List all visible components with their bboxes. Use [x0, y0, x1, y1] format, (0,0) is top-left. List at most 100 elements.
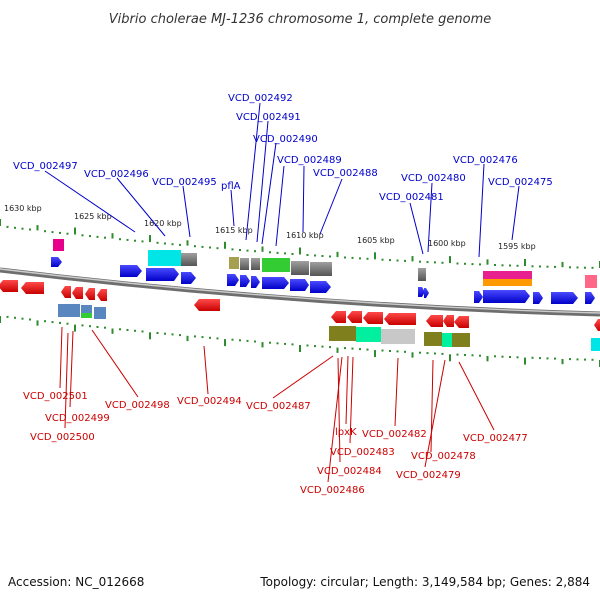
gene-block-lightgray[interactable]	[381, 329, 415, 344]
gene-block-gray[interactable]	[240, 258, 249, 270]
gene-arrow-forward[interactable]	[418, 287, 425, 297]
gene-arrow-reverse[interactable]	[72, 287, 83, 299]
gene-arrow-reverse[interactable]	[61, 286, 71, 298]
gene-arrow-forward[interactable]	[227, 274, 239, 286]
minor-tick	[96, 326, 99, 328]
minor-tick	[231, 248, 234, 251]
gene-block-cyan[interactable]	[591, 338, 600, 351]
gene-arrow-forward[interactable]	[474, 291, 483, 303]
gene-arrow-forward[interactable]	[483, 290, 530, 303]
minor-tick	[591, 266, 594, 269]
gene-arrow-reverse[interactable]	[347, 311, 362, 323]
gene-arrow-forward[interactable]	[181, 272, 196, 284]
tick-label: 1600 kbp	[428, 239, 466, 248]
gene-block-gray[interactable]	[181, 253, 197, 266]
gene-block-springgreen[interactable]	[356, 327, 381, 342]
minor-tick	[441, 352, 444, 355]
gene-block-olive[interactable]	[424, 332, 442, 346]
gene-arrow-forward[interactable]	[240, 275, 250, 287]
major-tick	[449, 256, 451, 264]
gene-arrow-reverse[interactable]	[331, 311, 346, 323]
gene-label-forward[interactable]: VCD_002490	[253, 134, 318, 145]
gene-block-olive[interactable]	[452, 333, 470, 347]
gene-label-reverse[interactable]: VCD_002482	[362, 429, 427, 440]
gene-arrow-forward[interactable]	[424, 288, 429, 298]
gene-arrow-forward[interactable]	[120, 265, 142, 277]
gene-block-steelblue[interactable]	[94, 307, 106, 319]
minor-tick	[134, 329, 136, 332]
gene-arrow-forward[interactable]	[551, 292, 578, 304]
gene-label-forward[interactable]: VCD_002496	[84, 169, 149, 180]
gene-block-pink[interactable]	[53, 239, 64, 251]
gene-block-olive[interactable]	[329, 326, 356, 341]
gene-block-orange[interactable]	[483, 279, 532, 286]
gene-block-pink[interactable]	[585, 275, 597, 288]
gene-block-green[interactable]	[81, 313, 92, 318]
gene-block-steelblue[interactable]	[81, 305, 92, 313]
gene-block-gray[interactable]	[310, 262, 332, 276]
gene-block-olive[interactable]	[229, 257, 239, 269]
gene-label-forward[interactable]: VCD_002475	[488, 177, 553, 188]
gene-arrow-reverse[interactable]	[85, 288, 95, 300]
gene-arrow-forward[interactable]	[290, 279, 309, 291]
minor-tick	[561, 358, 564, 365]
major-tick	[149, 235, 151, 243]
gene-block-cyan[interactable]	[148, 250, 181, 266]
gene-label-reverse[interactable]: VCD_002499	[45, 413, 110, 424]
gene-arrow-forward[interactable]	[533, 292, 543, 304]
gene-label-reverse[interactable]: VCD_002479	[396, 470, 461, 481]
gene-label-reverse[interactable]: VCD_002483	[330, 447, 395, 458]
gene-arrow-reverse[interactable]	[363, 312, 383, 324]
gene-arrow-forward[interactable]	[146, 268, 179, 281]
gene-arrow-reverse[interactable]	[0, 280, 18, 292]
gene-arrow-reverse[interactable]	[594, 319, 600, 331]
gene-arrow-forward[interactable]	[310, 281, 331, 293]
gene-block-gray[interactable]	[251, 258, 260, 270]
gene-label-reverse[interactable]: VCD_002484	[317, 466, 382, 477]
gene-arrow-reverse[interactable]	[21, 282, 44, 294]
minor-tick	[141, 240, 144, 243]
gene-arrow-reverse[interactable]	[443, 315, 454, 327]
gene-label-reverse[interactable]: VCD_002501	[23, 391, 88, 402]
gene-label-forward[interactable]: VCD_002476	[453, 155, 518, 166]
minor-tick	[36, 225, 39, 231]
gene-arrow-forward[interactable]	[251, 276, 260, 288]
minor-tick	[141, 330, 144, 333]
gene-block-magenta[interactable]	[483, 271, 532, 279]
gene-label-forward[interactable]: VCD_002495	[152, 177, 217, 188]
gene-arrow-forward[interactable]	[262, 277, 289, 289]
gene-block-gray[interactable]	[291, 261, 309, 275]
gene-label-forward[interactable]: VCD_002492	[228, 93, 293, 104]
gene-label-reverse[interactable]: VCD_002478	[411, 451, 476, 462]
gene-block-steelblue[interactable]	[58, 304, 80, 317]
minor-tick	[336, 251, 339, 258]
gene-label-reverse[interactable]: VCD_002498	[105, 400, 170, 411]
minor-tick	[81, 324, 84, 327]
gene-block-springgreen[interactable]	[442, 333, 452, 347]
gene-arrow-forward[interactable]	[51, 257, 62, 267]
gene-label-reverse[interactable]: lpxK	[335, 427, 357, 438]
gene-label-forward[interactable]: VCD_002497	[13, 161, 78, 172]
gene-arrow-reverse[interactable]	[194, 299, 220, 311]
gene-label-reverse[interactable]: VCD_002486	[300, 485, 365, 496]
gene-label-forward[interactable]: VCD_002480	[401, 173, 466, 184]
gene-label-reverse[interactable]: VCD_002494	[177, 396, 242, 407]
gene-label-reverse[interactable]: VCD_002477	[463, 433, 528, 444]
minor-tick	[231, 338, 234, 341]
gene-arrow-reverse[interactable]	[384, 313, 416, 325]
gene-label-forward[interactable]: VCD_002489	[277, 155, 342, 166]
gene-arrow-reverse[interactable]	[97, 289, 107, 301]
gene-label-forward[interactable]: VCD_002481	[379, 192, 444, 203]
gene-arrow-reverse[interactable]	[454, 316, 469, 328]
gene-label-reverse[interactable]: VCD_002487	[246, 401, 311, 412]
gene-label-forward[interactable]: VCD_002491	[236, 112, 301, 123]
gene-block-gray[interactable]	[418, 268, 426, 281]
gene-label-forward[interactable]: pflA	[221, 181, 241, 192]
gene-arrow-forward[interactable]	[585, 292, 595, 304]
gene-label-reverse[interactable]: VCD_002500	[30, 432, 95, 443]
minor-tick	[411, 256, 414, 262]
minor-tick	[96, 235, 99, 238]
gene-block-green[interactable]	[262, 258, 290, 272]
gene-label-forward[interactable]: VCD_002488	[313, 168, 378, 179]
gene-arrow-reverse[interactable]	[426, 315, 443, 327]
